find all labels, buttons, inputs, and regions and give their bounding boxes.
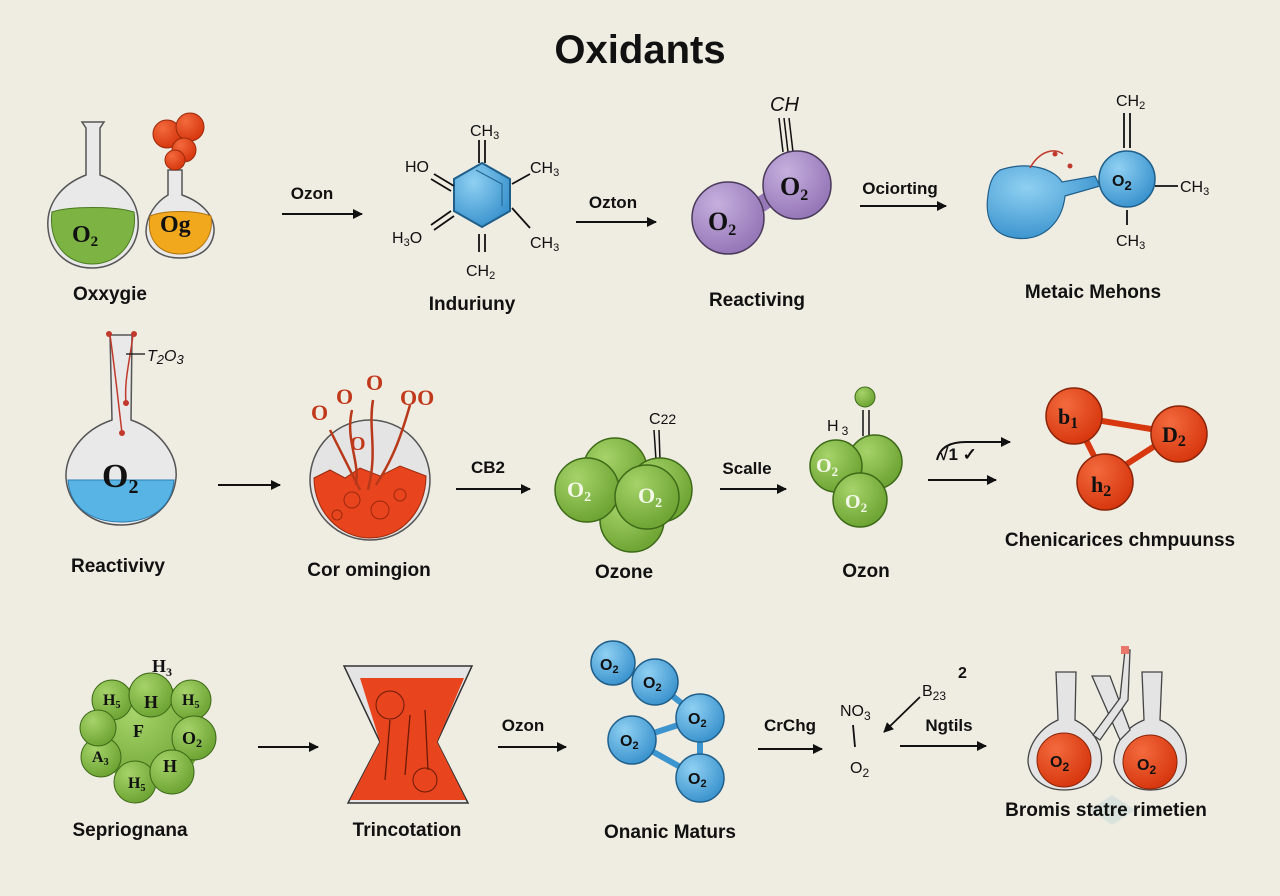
arrow-label-r3d: Ngtils [925,716,973,735]
label-sepriognana: Sepriognana [72,820,188,841]
svg-text:O: O [336,384,353,409]
svg-text:CH3: CH3 [530,235,559,254]
green-cluster-sepriognana: H3 H5 H H5 F O2 A3 H H5 [79,656,217,804]
hourglass-vessel [342,665,474,804]
svg-text:O2: O2 [620,733,639,752]
svg-text:HO: HO [405,159,429,176]
svg-text:O2: O2 [708,207,736,239]
arrow-label-r1c: Ociorting [862,179,938,198]
svg-text:H5: H5 [128,775,145,794]
svg-text:D2: D2 [1162,422,1186,450]
diagram-title: Oxidants [554,28,726,72]
label-chenicarices: Chenicarices chmpuunss [1004,530,1236,551]
svg-text:O2: O2 [182,728,202,750]
svg-text:O2: O2 [1137,757,1156,777]
label-oxygen: Oxxygie [73,284,147,305]
svg-text:CH3: CH3 [1180,179,1209,198]
svg-text:H3: H3 [827,418,849,438]
svg-text:O2: O2 [688,711,707,730]
svg-text:NO3: NO3 [840,703,871,723]
svg-text:H5: H5 [182,692,199,711]
label-bromis: Bromis statre rimetien [1005,800,1207,821]
svg-text:C22: C22 [649,411,676,428]
arrow-label-r3c: CrChg [764,716,816,735]
purple-o2-molecule: O2 O2 CH [691,94,832,255]
svg-text:O2: O2 [845,491,867,515]
svg-text:OO: OO [400,385,434,410]
flask-green-o2: O2 [47,121,139,269]
svg-text:CH3: CH3 [1116,233,1145,252]
blue-blob-molecule: O2 CH2 CH3 CH3 [986,93,1209,252]
red-beaker: O O O OO O [309,370,434,541]
svg-text:O2: O2 [688,771,707,790]
svg-text:b1: b1 [1058,404,1078,432]
flask-blue-o2: T2O3 O2 [65,331,184,526]
arrow-r2d-curved [936,437,1011,461]
svg-text:O2: O2 [102,458,138,498]
svg-text:B23: B23 [922,683,946,703]
flask-formula: Og [160,212,191,238]
svg-text:O2: O2 [816,455,838,479]
svg-text:O2: O2 [643,675,662,694]
green-ozone-cluster: O2 O2 C22 [554,411,693,553]
blue-chain-molecule: O2 O2 O2 O2 O2 [590,640,725,803]
no3-formula-group: NO3 O2 B23 2 [840,665,967,780]
svg-text:2: 2 [958,665,967,682]
svg-text:CH: CH [770,94,799,116]
svg-text:A3: A3 [92,749,109,768]
svg-text:H5: H5 [103,692,120,711]
svg-text:CH3: CH3 [530,160,559,179]
svg-text:H: H [163,756,177,776]
svg-text:h2: h2 [1091,472,1111,500]
label-ozone: Ozone [594,562,654,583]
svg-text:CH2: CH2 [1116,93,1145,112]
label-induriuny: Induriuny [428,294,516,315]
arrow-label-r2b: CB2 [470,458,506,477]
hexagon-molecule: CH3 HO CH3 H3O CH3 CH2 [392,123,559,282]
arrow-label-r1a: Ozon [290,184,334,203]
svg-text:H3O: H3O [392,230,422,249]
label-cor-omingion: Cor omingion [307,560,431,581]
label-ozon: Ozon [842,561,890,582]
red-triangle-molecule: b1 D2 h2 [1045,387,1208,511]
svg-text:F: F [133,721,144,741]
svg-text:O: O [366,370,383,395]
arrow-label-r3b: Ozon [501,716,545,735]
svg-text:H3: H3 [152,656,172,679]
label-reactivivy: Reactivivy [70,556,166,577]
svg-text:CH3: CH3 [470,123,499,142]
svg-text:O2: O2 [567,477,591,505]
svg-text:O2: O2 [850,760,869,780]
label-reactiving: Reactiving [708,290,806,311]
label-trincotation: Trincotation [352,820,462,841]
svg-text:O2: O2 [1112,173,1132,193]
twin-red-flasks: O2 O2 [1027,646,1187,825]
svg-text:O: O [311,400,328,425]
svg-text:O2: O2 [638,483,662,511]
svg-text:O: O [350,433,366,455]
arrow-label-r2d: √1 ✓ [939,445,977,464]
label-metaic-mehons: Metaic Mehons [1024,282,1162,303]
svg-text:CH2: CH2 [466,263,495,282]
flask-formula: O2 [72,222,98,250]
svg-text:O2: O2 [1050,754,1069,774]
label-onanic-maturs: Onanic Maturs [604,822,736,843]
svg-text:H: H [144,692,158,712]
arrow-label-r1b: Ozton [588,193,638,212]
flask-orange-og: Og [145,112,215,259]
svg-text:O2: O2 [600,657,619,676]
svg-text:T2O3: T2O3 [147,348,184,367]
svg-text:O2: O2 [780,172,808,204]
arrow-label-r2c: Scalle [722,459,772,478]
